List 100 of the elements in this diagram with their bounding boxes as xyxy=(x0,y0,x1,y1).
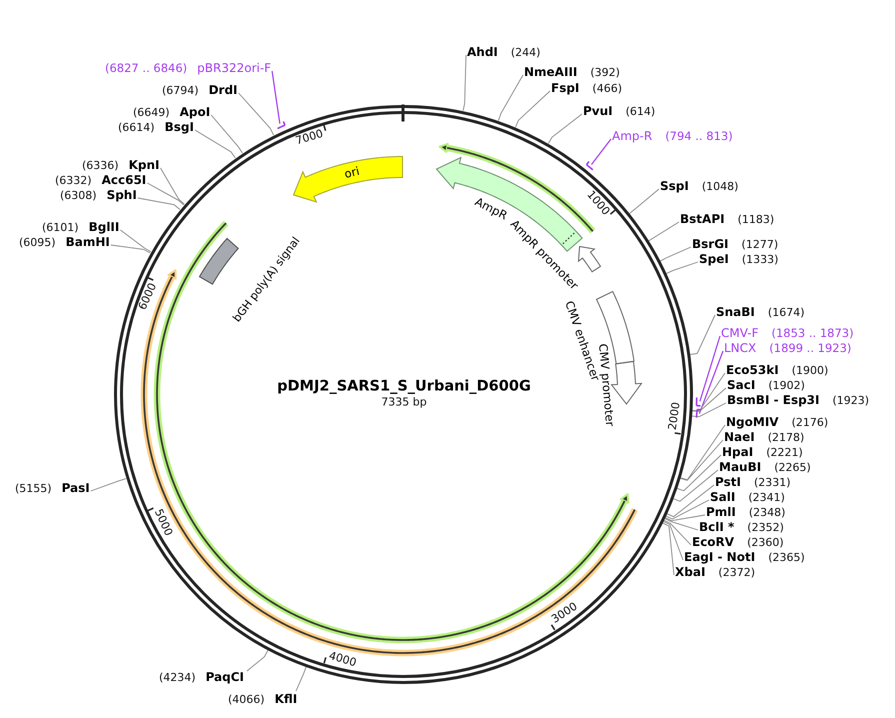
cut-site-position: (2178) xyxy=(768,430,804,444)
cut-site-position: (614) xyxy=(626,104,656,118)
enzyme-name: MauBI xyxy=(719,460,762,474)
enzyme-name: BsmBI - Esp3I xyxy=(727,392,820,406)
cut-site-position: (2365) xyxy=(768,550,805,564)
leader-line xyxy=(110,244,151,254)
primer-name: Amp-R xyxy=(612,129,652,143)
enzyme-name: EagI - NotI xyxy=(684,550,756,564)
cut-site-position: (2360) xyxy=(747,536,784,550)
leader-line xyxy=(296,666,307,692)
cut-site-position: (466) xyxy=(592,82,622,96)
cut-site-position: (1048) xyxy=(702,180,738,194)
scale-label: 7000 xyxy=(294,128,326,148)
cut-site-position: (2372) xyxy=(718,566,755,580)
enzyme-name: XbaI xyxy=(675,564,706,578)
enzyme-name: PasI xyxy=(62,480,90,494)
enzyme-name: SalI xyxy=(710,490,736,504)
cut-site-position: (6308) xyxy=(60,188,97,202)
feature-label: ori xyxy=(343,164,361,182)
leader-line xyxy=(90,478,127,492)
cut-site-position: (2265) xyxy=(774,460,811,474)
leader-line xyxy=(246,650,268,672)
leader-line xyxy=(498,74,524,122)
enzyme-name: BclI * xyxy=(699,520,734,534)
leader-line xyxy=(666,484,714,518)
leader-line xyxy=(194,130,236,158)
leader-line xyxy=(692,388,726,412)
cut-site-position: (1923) xyxy=(832,394,870,408)
enzyme-name: PstI xyxy=(715,474,741,488)
enzyme-name: NgoMIV xyxy=(726,414,779,428)
cut-site-position: (2221) xyxy=(766,446,803,460)
leader-line xyxy=(160,168,185,205)
cut-site-position: (6095) xyxy=(19,236,56,250)
enzyme-name: BglII xyxy=(88,220,120,234)
cut-site-position: (1902) xyxy=(768,378,805,392)
enzyme-name: PaqCI xyxy=(206,670,244,684)
cut-site-position: (5155) xyxy=(15,482,52,496)
leader-line xyxy=(662,520,684,560)
leader-line xyxy=(238,92,274,136)
scale-label: 6000 xyxy=(136,281,160,312)
enzyme-name: EcoRV xyxy=(692,534,734,548)
cut-site-position: (2348) xyxy=(748,506,786,520)
leader-line xyxy=(515,90,550,128)
enzyme-name: DrdI xyxy=(208,82,238,96)
primer-range: (6827 .. 6846) xyxy=(105,61,188,75)
cut-site-position: (6332) xyxy=(55,174,92,188)
cut-site-position: (6336) xyxy=(82,158,119,172)
primer-range: (1899 .. 1923) xyxy=(769,341,852,355)
leader-line xyxy=(666,262,698,274)
leader-line xyxy=(676,454,722,492)
primer-name: CMV-F xyxy=(721,326,758,340)
enzyme-name: BsrGI xyxy=(692,236,729,250)
cut-site-position: (2176) xyxy=(792,416,828,430)
enzyme-name: NaeI xyxy=(724,430,755,444)
enzyme-name: Acc65I xyxy=(102,172,146,186)
cut-site-position: (2341) xyxy=(748,490,785,504)
enzyme-name: SphI xyxy=(106,188,137,202)
enzyme-name: BstAPI xyxy=(680,212,725,226)
cut-site-position: (4234) xyxy=(159,670,196,684)
leader-line xyxy=(691,402,726,418)
cut-site-position: (1900) xyxy=(792,364,828,378)
leader-line xyxy=(664,514,706,522)
leader-line xyxy=(698,350,724,414)
primer-name: LNCX xyxy=(724,341,756,355)
leader-line xyxy=(462,54,466,112)
cut-site-position: (1183) xyxy=(738,212,774,226)
leader-line xyxy=(662,522,674,576)
cut-site-position: (392) xyxy=(590,66,620,80)
enzyme-name: PmlI xyxy=(706,504,736,518)
enzyme-name: BsgI xyxy=(164,120,194,134)
cut-site-position: (2331) xyxy=(754,476,791,490)
leader-line xyxy=(692,372,726,412)
cut-site-position: (1277) xyxy=(742,238,778,252)
cut-site-position: (6101) xyxy=(42,220,79,234)
enzyme-name: SpeI xyxy=(699,252,729,266)
scale-label: 2000 xyxy=(666,401,683,431)
cut-site-position: (1674) xyxy=(768,306,804,320)
leader-line xyxy=(664,518,698,530)
enzyme-name: SnaBI xyxy=(716,304,755,318)
enzyme-name: Eco53kI xyxy=(726,362,779,376)
leader-line xyxy=(680,424,726,480)
leader-line xyxy=(271,70,280,124)
leader-line xyxy=(660,246,692,262)
cut-site-position: (244) xyxy=(510,46,540,60)
enzyme-name: BamHI xyxy=(66,234,110,248)
leader-line xyxy=(548,114,582,144)
cut-site-position: (1333) xyxy=(742,252,778,266)
cut-site-position: (6614) xyxy=(118,120,155,134)
enzyme-name: NmeAIII xyxy=(524,64,578,78)
leader-line xyxy=(672,470,718,502)
leader-line xyxy=(146,182,184,206)
leader-line xyxy=(689,314,716,355)
leader-line xyxy=(137,198,180,210)
leader-line xyxy=(699,336,721,402)
enzyme-name: HpaI xyxy=(722,444,754,458)
leader-line xyxy=(648,222,680,242)
enzyme-name: FspI xyxy=(551,80,580,94)
leader-line xyxy=(663,520,692,546)
enzyme-name: SacI xyxy=(727,378,756,392)
scale-label: 5000 xyxy=(151,507,174,538)
